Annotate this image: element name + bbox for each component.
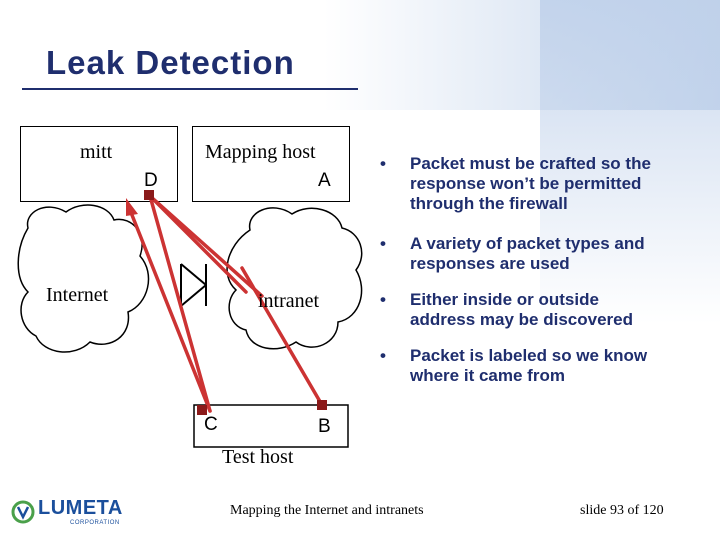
bullet-item: •A variety of packet types and responses… — [380, 234, 645, 273]
logo-icon — [11, 500, 35, 524]
slide-title: Leak Detection — [46, 44, 295, 81]
test-host-label: Test host — [222, 446, 294, 468]
slide-number: slide 93 of 120 — [580, 503, 664, 518]
point-c-marker — [197, 405, 207, 415]
packet-path-arrows — [126, 194, 324, 413]
point-c-label: C — [204, 414, 218, 435]
bullet-text: A variety of packet types and responses … — [410, 234, 645, 273]
logo-subtext: CORPORATION — [70, 520, 120, 526]
intranet-label: intranet — [258, 290, 320, 312]
point-b-marker — [317, 400, 327, 410]
point-a-label: A — [318, 170, 331, 191]
test-host-box — [193, 404, 349, 448]
bullet-list: •Packet must be crafted so the response … — [374, 154, 664, 400]
bullet-item: •Either inside or outside address may be… — [380, 290, 634, 329]
corner-background — [540, 0, 720, 540]
bullet-text: Either inside or outside address may be … — [410, 290, 634, 329]
lumeta-logo: LUMETA CORPORATION — [10, 497, 134, 529]
mapping-host-box — [192, 126, 350, 202]
bullet-item: •Packet must be crafted so the response … — [380, 154, 651, 213]
point-d-marker — [144, 190, 154, 200]
logo-text: LUMETA — [38, 497, 123, 519]
bullet-text: Packet is labeled so we know where it ca… — [410, 346, 648, 385]
point-d-label: D — [144, 170, 158, 191]
firewall-icon — [180, 263, 207, 307]
mitt-box — [20, 126, 178, 202]
title-underline — [22, 88, 358, 90]
internet-label: Internet — [46, 284, 109, 306]
footer-caption: Mapping the Internet and intranets — [230, 503, 424, 518]
internet-cloud — [17, 204, 150, 353]
bullet-item: •Packet is labeled so we know where it c… — [380, 346, 648, 385]
intranet-cloud — [226, 207, 363, 350]
point-b-label: B — [318, 416, 331, 437]
bullet-text: Packet must be crafted so the response w… — [410, 154, 651, 213]
mitt-label: mitt — [80, 141, 113, 163]
mapping-host-label: Mapping host — [205, 141, 316, 163]
